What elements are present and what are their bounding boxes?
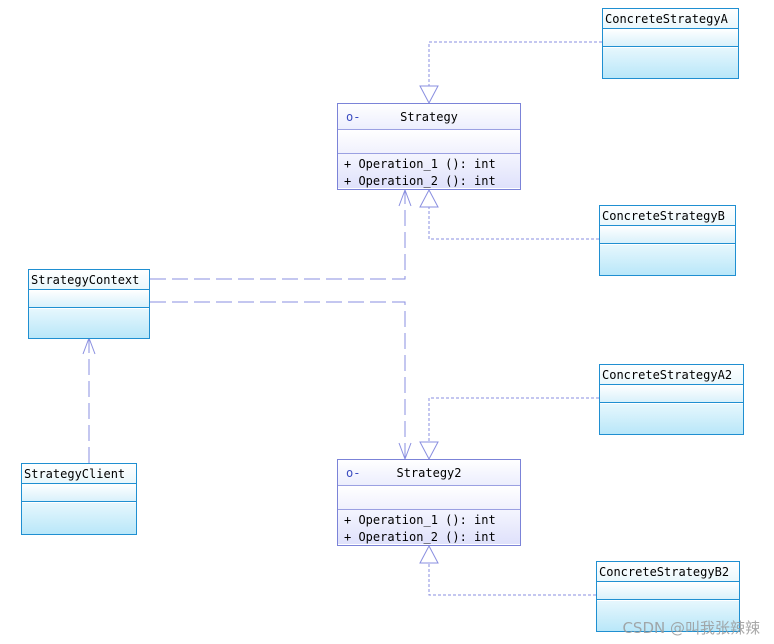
class-attributes <box>600 385 743 403</box>
class-attributes <box>600 226 735 244</box>
interface-strategy-operations: + Operation_1 (): int + Operation_2 (): … <box>338 154 520 188</box>
interface-strategy-name: Strategy <box>400 110 458 124</box>
class-strategy-context[interactable]: StrategyContext <box>28 269 150 339</box>
interface-lollipop-icon: o- <box>346 110 361 124</box>
interface-strategy2-operations: + Operation_1 (): int + Operation_2 (): … <box>338 510 520 544</box>
operation-1: + Operation_1 (): int <box>344 513 496 527</box>
csdn-watermark: CSDN @叫我张辣辣 <box>622 619 760 637</box>
class-concrete-strategy-a2[interactable]: ConcreteStrategyA2 <box>599 364 744 435</box>
class-operations <box>29 309 149 338</box>
interface-strategy-attributes <box>338 130 520 154</box>
realization-b2-to-strategy2 <box>419 544 596 596</box>
interface-strategy2-header: o- Strategy2 <box>338 460 520 486</box>
interface-strategy2-attributes <box>338 486 520 510</box>
class-attributes <box>22 484 136 502</box>
class-name: ConcreteStrategyA2 <box>600 365 743 385</box>
dependency-client-to-context <box>82 336 96 463</box>
class-name: StrategyClient <box>22 464 136 484</box>
class-attributes <box>29 290 149 308</box>
class-operations <box>600 245 735 275</box>
interface-strategy2[interactable]: o- Strategy2 + Operation_1 (): int + Ope… <box>337 459 521 546</box>
class-name: ConcreteStrategyA <box>603 9 738 29</box>
dependency-context-to-strategy <box>150 188 412 280</box>
class-operations <box>597 601 739 631</box>
class-strategy-client[interactable]: StrategyClient <box>21 463 137 535</box>
interface-strategy-header: o- Strategy <box>338 104 520 130</box>
operation-1: + Operation_1 (): int <box>344 157 496 171</box>
operation-2: + Operation_2 (): int <box>344 174 496 188</box>
class-name: ConcreteStrategyB2 <box>597 562 739 582</box>
interface-strategy[interactable]: o- Strategy + Operation_1 (): int + Oper… <box>337 103 521 190</box>
class-concrete-strategy-b2[interactable]: ConcreteStrategyB2 <box>596 561 740 632</box>
realization-a2-to-strategy2 <box>419 397 599 461</box>
class-attributes <box>603 29 738 47</box>
interface-strategy2-name: Strategy2 <box>396 466 462 480</box>
class-concrete-strategy-b[interactable]: ConcreteStrategyB <box>599 205 736 276</box>
realization-b-to-strategy <box>419 188 599 240</box>
operation-2: + Operation_2 (): int <box>344 530 496 544</box>
class-operations <box>22 503 136 534</box>
class-concrete-strategy-a[interactable]: ConcreteStrategyA <box>602 8 739 79</box>
dependency-context-to-strategy2 <box>150 301 412 461</box>
class-operations <box>603 48 738 78</box>
class-name: ConcreteStrategyB <box>600 206 735 226</box>
realization-a-to-strategy <box>419 41 602 105</box>
class-operations <box>600 404 743 434</box>
class-attributes <box>597 582 739 600</box>
class-name: StrategyContext <box>29 270 149 290</box>
interface-lollipop-icon: o- <box>346 466 361 480</box>
